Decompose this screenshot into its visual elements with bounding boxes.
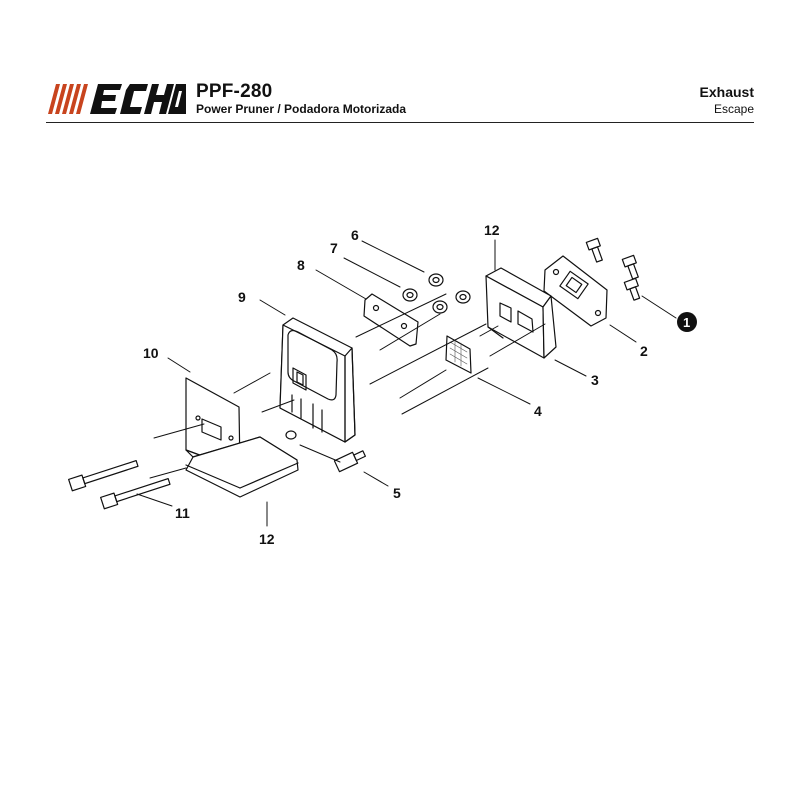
model-number: PPF-280 <box>196 81 273 102</box>
section-title-en: Exhaust <box>699 84 754 100</box>
callout-1: 1 <box>683 315 690 330</box>
part-10-lower-shield <box>185 377 299 498</box>
part-9-muffler <box>279 317 356 443</box>
part-11-bolts <box>68 460 171 510</box>
part-6-nuts <box>428 273 471 304</box>
callout-6: 6 <box>351 227 359 243</box>
part-5-bolt <box>333 450 366 473</box>
callout-8: 8 <box>297 257 305 273</box>
part-4-spark-screen <box>445 335 472 374</box>
callout-2: 2 <box>640 343 648 359</box>
callout-7: 7 <box>330 240 338 256</box>
section-title-es: Escape <box>713 102 754 116</box>
callout-12-top: 12 <box>484 222 500 238</box>
callout-10: 10 <box>143 345 159 361</box>
callout-4: 4 <box>534 403 542 419</box>
part-7-washers <box>402 288 448 314</box>
callout-12-bottom: 12 <box>259 531 275 547</box>
callout-1-badge <box>677 312 697 332</box>
page-header: PPF-280 Power Pruner / Podadora Motoriza… <box>0 0 800 125</box>
echo-logo <box>48 84 186 114</box>
part-1-bolts <box>585 237 641 301</box>
header-divider <box>46 122 754 123</box>
callout-9: 9 <box>238 289 246 305</box>
leader-lines <box>136 239 677 527</box>
callout-11: 11 <box>175 505 190 521</box>
part-2-gasket <box>543 255 608 327</box>
part-3-upper-shield <box>485 267 557 359</box>
product-subtitle: Power Pruner / Podadora Motorizada <box>196 102 407 116</box>
callout-3: 3 <box>591 372 599 388</box>
callout-5: 5 <box>393 485 401 501</box>
